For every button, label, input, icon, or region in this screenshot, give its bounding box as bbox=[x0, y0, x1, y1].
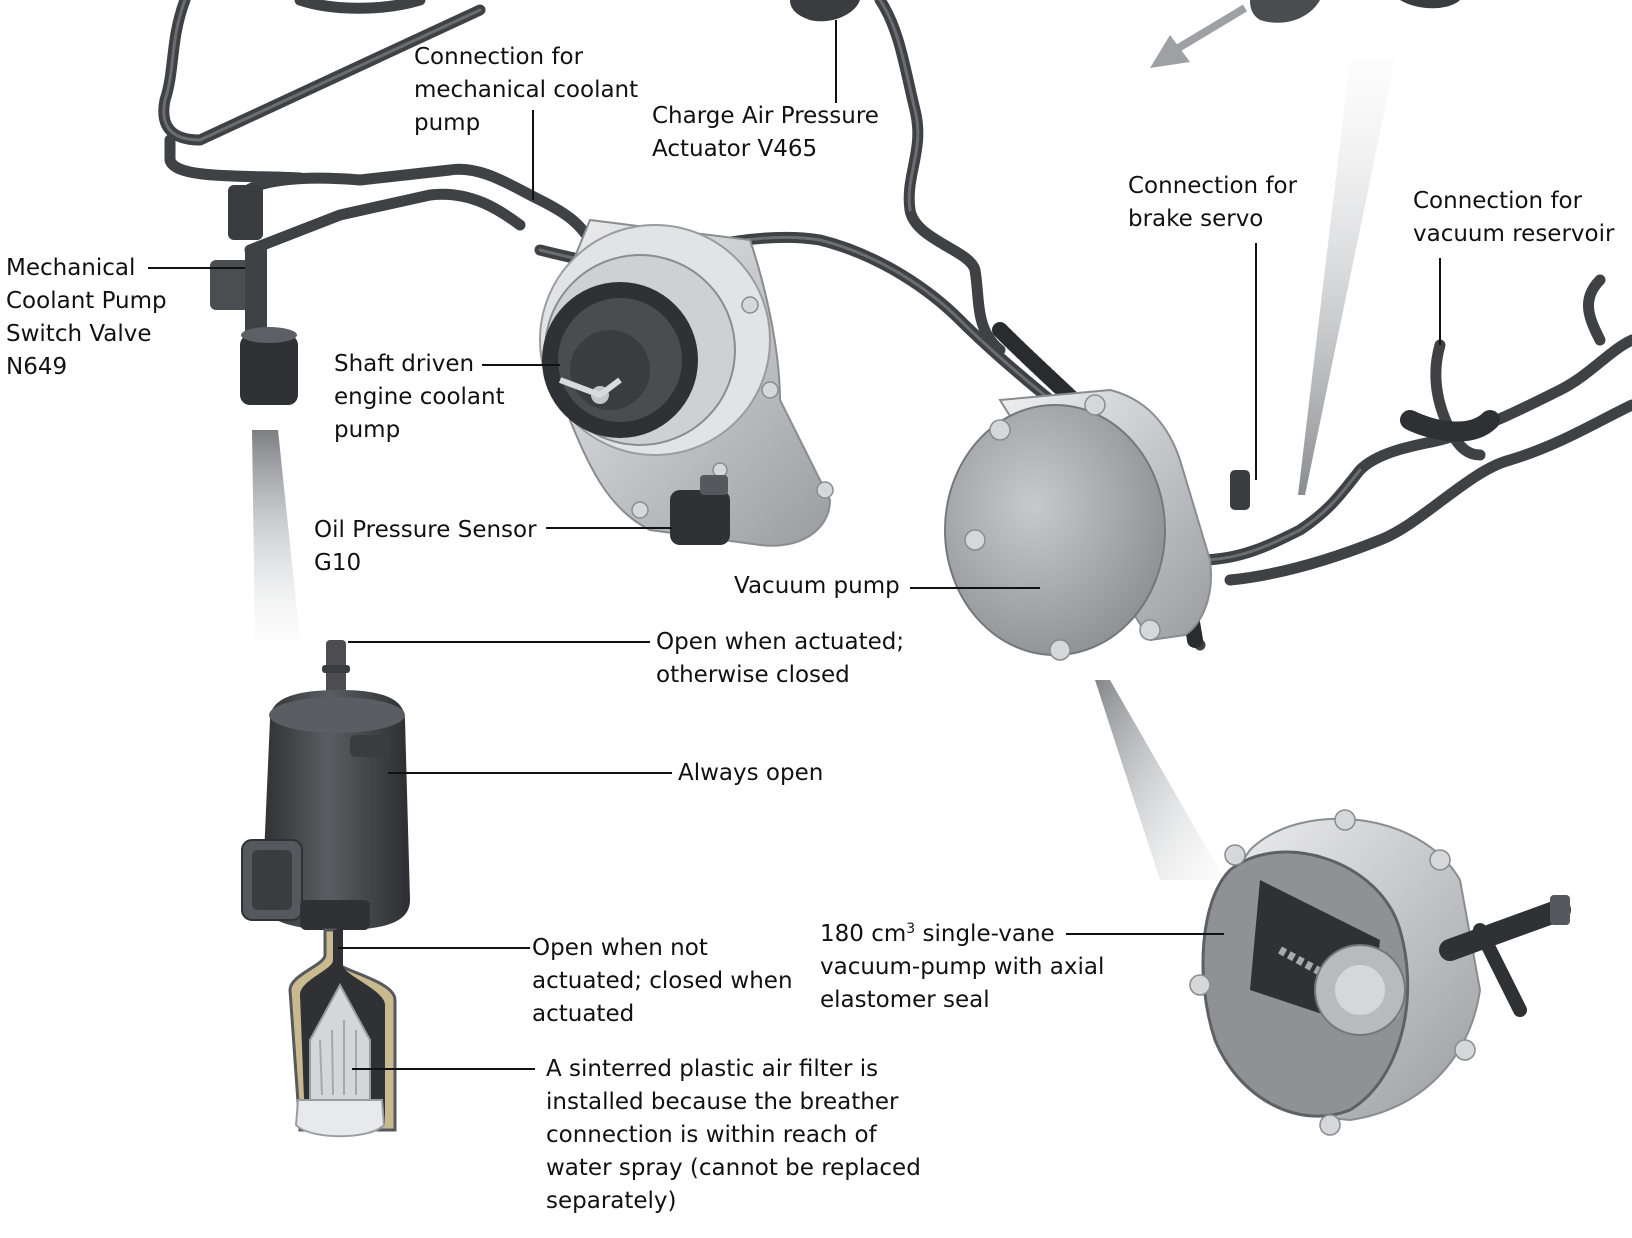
label-brake-servo-connection: Connection for brake servo bbox=[1128, 170, 1297, 236]
label-line: Coolant Pump bbox=[6, 288, 167, 314]
fan-top-right bbox=[1298, 60, 1395, 495]
label-line: A sinterred plastic air filter is bbox=[546, 1056, 879, 1082]
label-line: mechanical coolant bbox=[414, 77, 639, 103]
vacuum-pump-shape bbox=[944, 388, 1250, 661]
label-line: Connection for bbox=[1413, 188, 1583, 214]
label-line: 180 cm3 single-vane bbox=[820, 918, 1104, 951]
label-single-vane-vacuum-pump: 180 cm3 single-vane vacuum-pump with axi… bbox=[820, 918, 1104, 1017]
fan-vacuum-pump bbox=[1095, 680, 1225, 880]
label-line: Actuator V465 bbox=[652, 136, 818, 162]
label-line: vacuum-pump with axial bbox=[820, 954, 1105, 980]
label-vacuum-reservoir-connection: Connection for vacuum reservoir bbox=[1413, 185, 1614, 251]
label-line: connection is within reach of bbox=[546, 1122, 877, 1148]
label-line: Switch Valve bbox=[6, 321, 152, 347]
label-line: actuated; closed when bbox=[532, 968, 793, 994]
label-switch-valve-n649: Mechanical Coolant Pump Switch Valve N64… bbox=[6, 252, 167, 384]
fan-switch-valve bbox=[252, 430, 300, 640]
label-oil-pressure-sensor-g10: Oil Pressure Sensor G10 bbox=[314, 514, 537, 580]
label-line: Vacuum pump bbox=[734, 573, 900, 599]
label-line: brake servo bbox=[1128, 206, 1264, 232]
label-line: Always open bbox=[678, 760, 824, 786]
label-shaft-driven-coolant-pump: Shaft driven engine coolant pump bbox=[334, 348, 505, 447]
label-line: vacuum reservoir bbox=[1413, 221, 1615, 247]
label-line: water spray (cannot be replaced bbox=[546, 1155, 921, 1181]
label-vacuum-pump: Vacuum pump bbox=[734, 570, 900, 603]
label-line: pump bbox=[334, 417, 401, 443]
switch-valve-small bbox=[210, 185, 298, 405]
label-line: Connection for bbox=[414, 44, 584, 70]
label-line: Charge Air Pressure bbox=[652, 103, 879, 129]
label-line: N649 bbox=[6, 354, 68, 380]
label-mech-coolant-pump-connection: Connection for mechanical coolant pump bbox=[414, 41, 638, 140]
label-always-open: Always open bbox=[678, 757, 823, 790]
label-line: Oil Pressure Sensor bbox=[314, 517, 537, 543]
label-sintered-air-filter: A sinterred plastic air filter is instal… bbox=[546, 1053, 921, 1218]
label-line: Mechanical bbox=[6, 255, 136, 281]
label-open-when-not-actuated: Open when not actuated; closed when actu… bbox=[532, 932, 793, 1031]
label-charge-air-pressure-actuator: Charge Air Pressure Actuator V465 bbox=[652, 100, 879, 166]
label-line: otherwise closed bbox=[656, 662, 850, 688]
coolant-pump-shape bbox=[539, 218, 834, 547]
label-line: pump bbox=[414, 110, 481, 136]
label-text: single-vane bbox=[915, 921, 1055, 947]
switch-valve-large bbox=[241, 640, 410, 1138]
leader-lines bbox=[148, 20, 1441, 1070]
label-line: Open when not bbox=[532, 935, 708, 961]
label-line: elastomer seal bbox=[820, 987, 990, 1013]
label-line: separately) bbox=[546, 1188, 677, 1214]
label-line: Open when actuated; bbox=[656, 629, 905, 655]
label-open-when-actuated: Open when actuated; otherwise closed bbox=[656, 626, 904, 692]
superscript: 3 bbox=[906, 921, 916, 937]
label-line: G10 bbox=[314, 550, 362, 576]
label-text: 180 cm bbox=[820, 921, 907, 947]
label-line: engine coolant bbox=[334, 384, 505, 410]
charge-air-actuator-shape bbox=[790, 0, 1460, 23]
label-line: Shaft driven bbox=[334, 351, 475, 377]
label-line: actuated bbox=[532, 1001, 635, 1027]
air-flow-arrow-icon bbox=[1150, 4, 1248, 68]
vacuum-pump-cutaway-shape bbox=[1189, 809, 1571, 1136]
label-line: installed because the breather bbox=[546, 1089, 899, 1115]
label-line: Connection for bbox=[1128, 173, 1298, 199]
